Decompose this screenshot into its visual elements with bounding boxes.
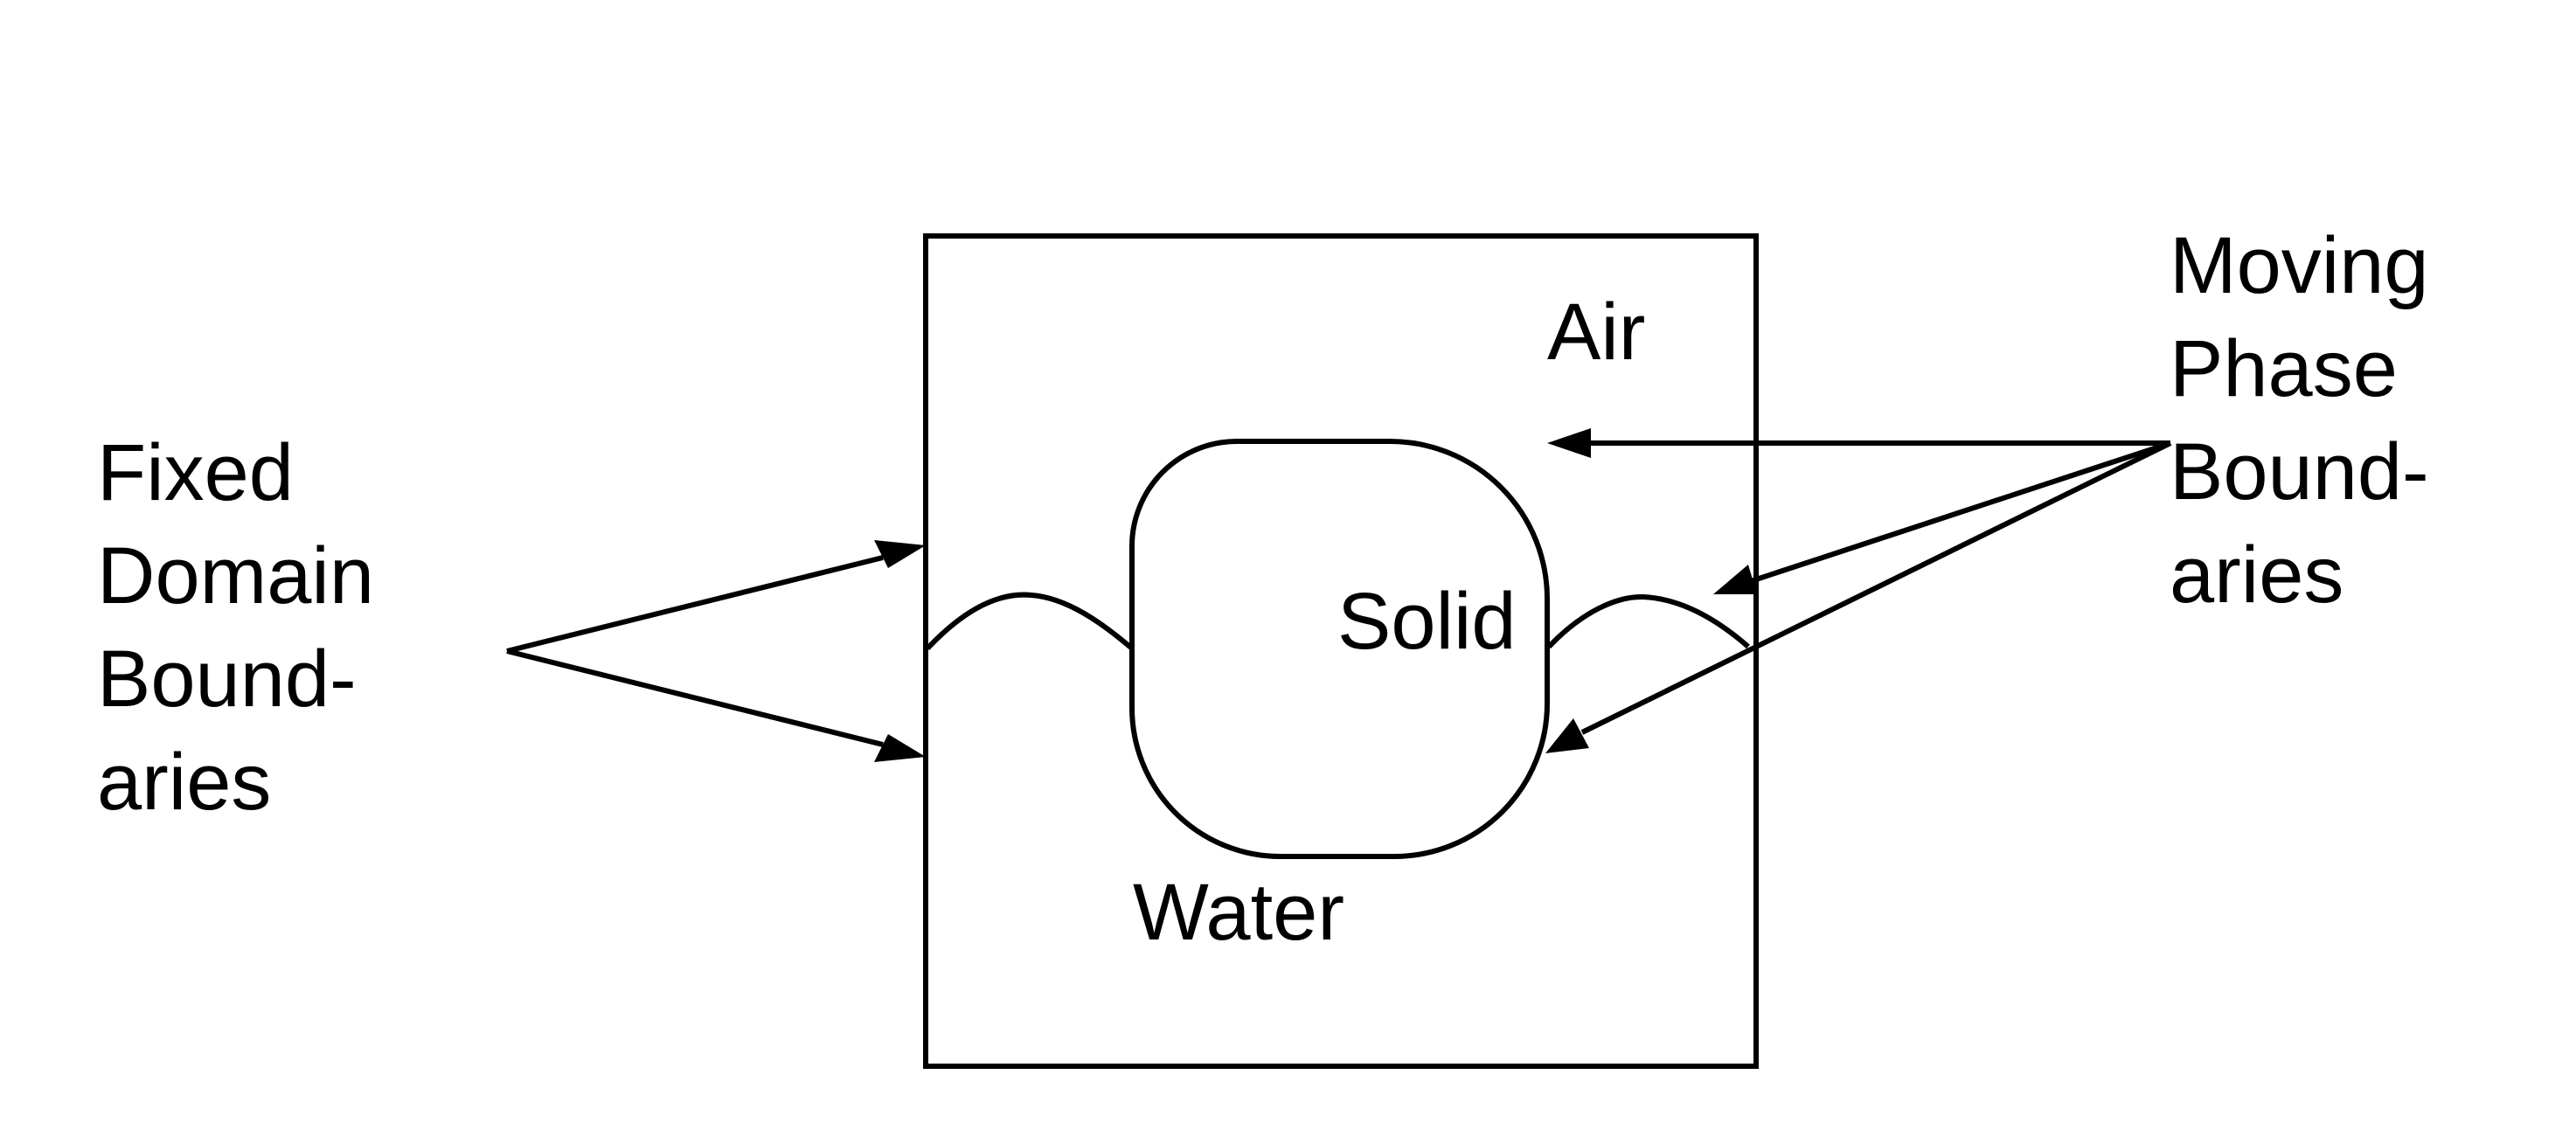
fixed-caption-line-1: Fixed [97,428,294,517]
moving-arrow-top-head [1547,428,1591,458]
solid-outline [1129,439,1550,859]
moving-boundary-arrows [1545,428,2172,753]
fixed-arrow-lower-line [506,648,884,747]
left-water-surface [925,592,1134,651]
moving-caption-line-3: Bound- [2170,427,2429,517]
fixed-caption-line-4: aries [97,738,272,827]
fixed-arrow-upper-line [506,555,884,654]
moving-caption-line-2: Phase [2170,324,2398,413]
fixed-boundary-arrows [506,540,926,762]
fixed-caption-line-3: Bound- [97,634,357,724]
moving-arrow-lower-line [1580,440,2172,735]
air-label: Air [1547,288,1646,377]
fixed-boundaries-caption: Fixed Domain Bound- aries [97,421,374,834]
moving-caption-line-1: Moving [2170,221,2429,310]
moving-caption-line-4: aries [2170,530,2344,620]
moving-arrow-lower-head [1545,718,1589,753]
moving-boundaries-caption: Moving Phase Bound- aries [2170,214,2429,627]
right-water-surface [1546,593,1750,649]
fixed-caption-line-2: Domain [97,531,375,620]
solid-label: Solid [1337,577,1517,666]
moving-arrow-middle-line [1747,440,2171,585]
domain-box [923,233,1759,1069]
water-label: Water [1133,868,1344,957]
fixed-arrow-lower-head [874,734,926,762]
fixed-arrow-upper-head [874,540,926,568]
moving-arrow-middle-head [1713,565,1757,594]
